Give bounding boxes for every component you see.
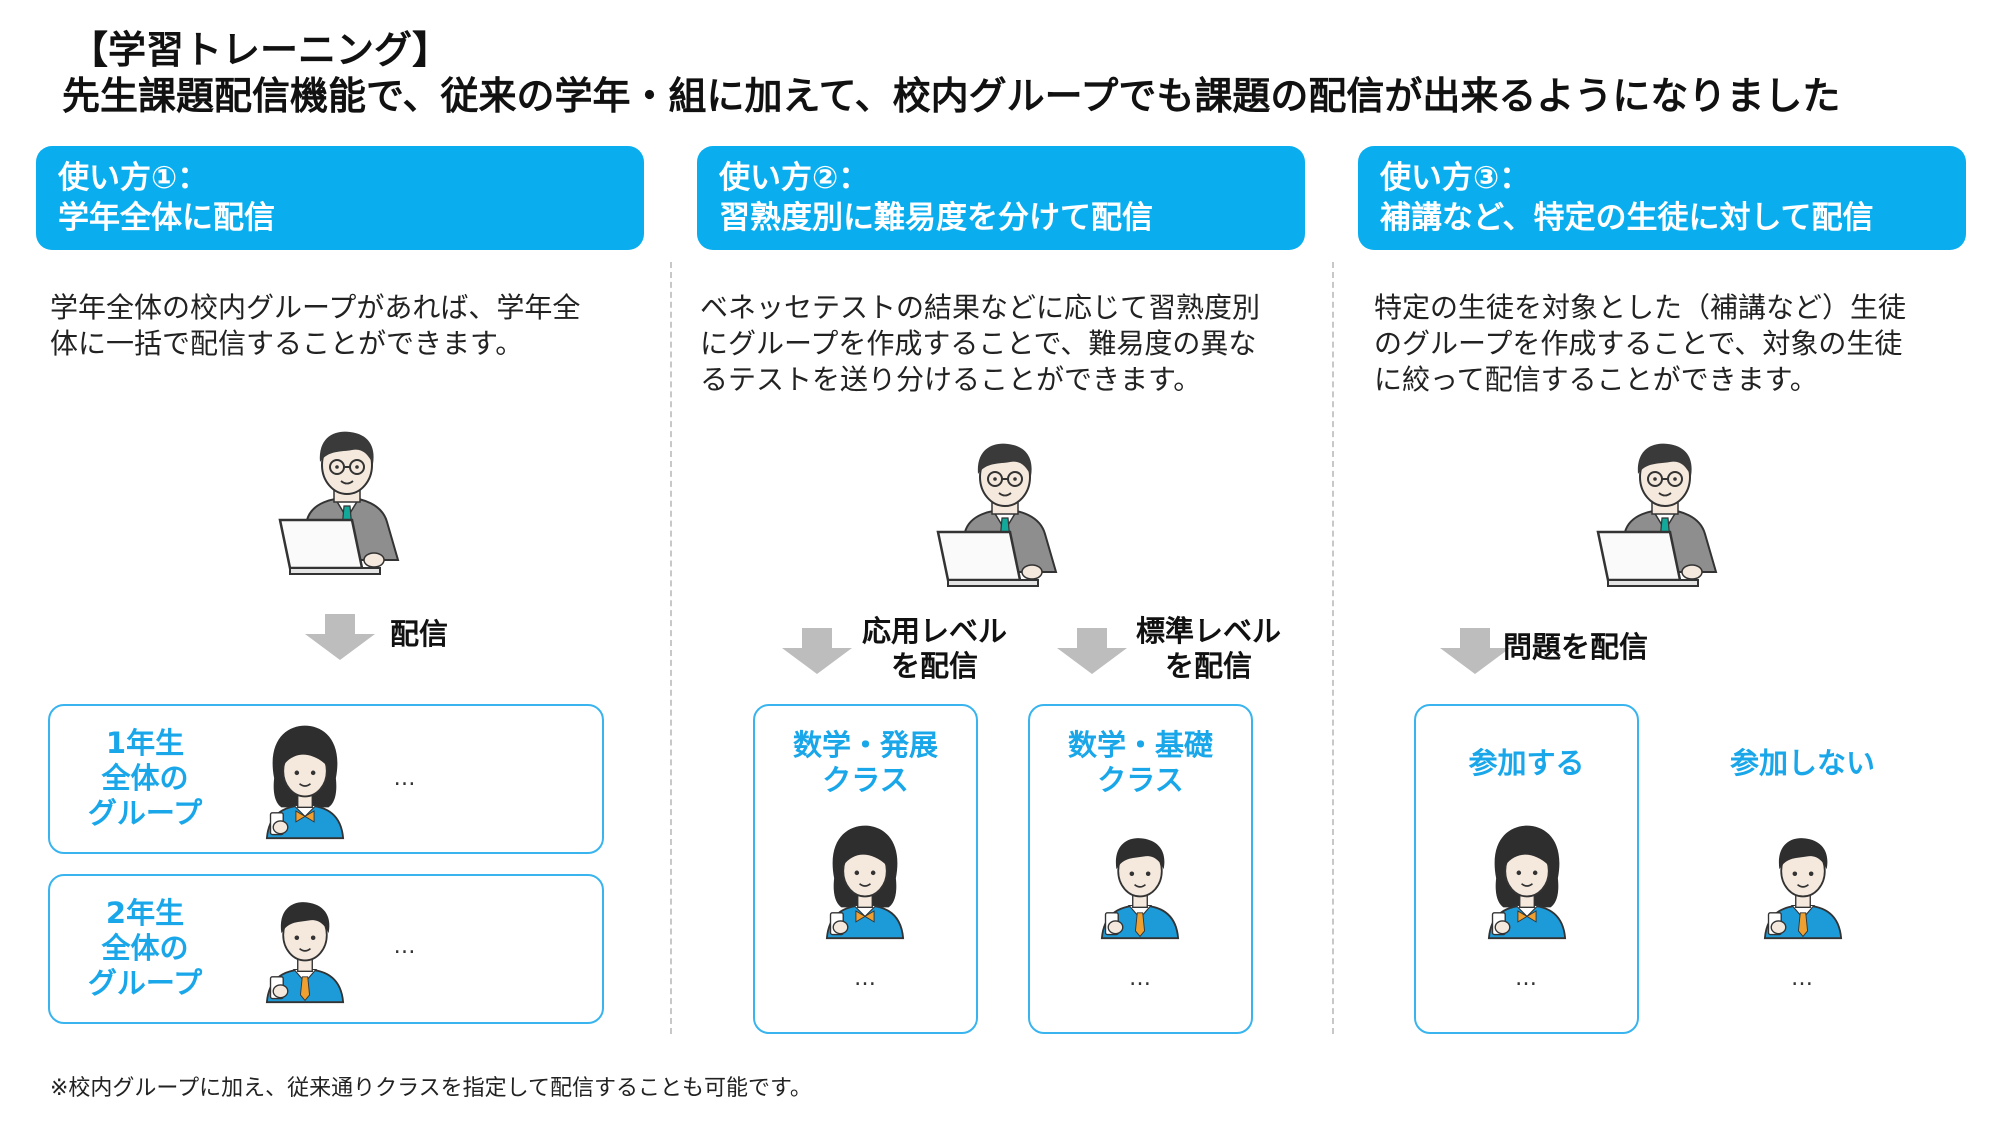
column-3-header-line-1: 使い方③： bbox=[1380, 160, 1531, 196]
group-label-grade-2: 2年生 全体の グループ bbox=[87, 896, 203, 1000]
group-label-participating: 参加する bbox=[1468, 746, 1585, 780]
group-ellipsis: … bbox=[393, 766, 417, 791]
teacher-with-laptop-icon bbox=[1580, 422, 1740, 602]
student-girl-with-phone-icon bbox=[250, 722, 360, 840]
column-2-description-line-1: ベネッセテストの結果などに応じて習熟度別 bbox=[700, 291, 1261, 324]
column-1-header-line-2: 学年全体に配信 bbox=[58, 200, 275, 236]
column-2-description-line-2: にグループを作成することで、難易度の異な bbox=[700, 327, 1257, 360]
student-boy-with-phone-icon bbox=[250, 886, 360, 1004]
column-1-header: 使い方①： 学年全体に配信 bbox=[36, 146, 644, 250]
column-3-description-line-3: に絞って配信することができます。 bbox=[1374, 363, 1818, 396]
group-label-not-participating: 参加しない bbox=[1729, 746, 1875, 780]
group-label-grade-1: 1年生 全体の グループ bbox=[87, 726, 203, 830]
student-boy-with-phone-icon bbox=[1748, 822, 1858, 940]
column-2-arrow-1-label: 応用レベル を配信 bbox=[862, 614, 1008, 683]
down-arrow-icon bbox=[1440, 628, 1510, 674]
column-2-header-line-2: 習熟度別に難易度を分けて配信 bbox=[719, 200, 1153, 236]
column-3-header-line-2: 補講など、特定の生徒に対して配信 bbox=[1380, 200, 1874, 236]
column-1-description-line-2: 体に一括で配信することができます。 bbox=[50, 327, 524, 360]
group-ellipsis: … bbox=[1515, 966, 1538, 991]
column-2-header: 使い方②： 習熟度別に難易度を分けて配信 bbox=[697, 146, 1305, 250]
column-3-description-line-2: のグループを作成することで、対象の生徒 bbox=[1374, 327, 1903, 360]
column-divider-2 bbox=[1332, 262, 1334, 1034]
group-ellipsis: … bbox=[1129, 966, 1152, 991]
column-3-description-line-1: 特定の生徒を対象とした（補講など）生徒 bbox=[1374, 291, 1907, 324]
down-arrow-icon bbox=[782, 628, 852, 674]
teacher-with-laptop-icon bbox=[920, 422, 1080, 602]
column-2-description: ベネッセテストの結果などに応じて習熟度別 にグループを作成することで、難易度の異… bbox=[700, 290, 1260, 398]
down-arrow-icon bbox=[305, 614, 375, 660]
down-arrow-icon bbox=[1057, 628, 1127, 674]
column-1-arrow-label: 配信 bbox=[390, 617, 449, 651]
student-boy-with-phone-icon bbox=[1085, 822, 1195, 940]
footnote: ※校内グループに加え、従来通りクラスを指定して配信することも可能です。 bbox=[50, 1076, 812, 1101]
title-line-1: 【学習トレーニング】 bbox=[70, 28, 451, 72]
group-label-math-basic: 数学・基礎 クラス bbox=[1067, 728, 1213, 797]
column-2-description-line-3: るテストを送り分けることができます。 bbox=[700, 363, 1202, 396]
column-1-description-line-1: 学年全体の校内グループがあれば、学年全 bbox=[50, 291, 581, 324]
teacher-with-laptop-icon bbox=[262, 410, 422, 590]
group-ellipsis: … bbox=[854, 966, 877, 991]
title-line-2: 先生課題配信機能で、従来の学年・組に加えて、校内グループでも課題の配信が出来るよ… bbox=[62, 74, 1841, 118]
group-ellipsis: … bbox=[1791, 966, 1814, 991]
column-divider-1 bbox=[670, 262, 672, 1034]
column-3-header: 使い方③： 補講など、特定の生徒に対して配信 bbox=[1358, 146, 1966, 250]
column-2-arrow-2-label: 標準レベル を配信 bbox=[1136, 614, 1282, 683]
student-girl-with-phone-icon bbox=[1472, 822, 1582, 940]
student-girl-with-phone-icon bbox=[810, 822, 920, 940]
column-3-description: 特定の生徒を対象とした（補講など）生徒 のグループを作成することで、対象の生徒 … bbox=[1374, 290, 1906, 398]
column-1-description: 学年全体の校内グループがあれば、学年全 体に一括で配信することができます。 bbox=[50, 290, 580, 362]
column-1-header-line-1: 使い方①： bbox=[58, 160, 209, 196]
group-ellipsis: … bbox=[393, 934, 417, 959]
column-3-arrow-label: 問題を配信 bbox=[1503, 630, 1649, 664]
group-label-math-advanced: 数学・発展 クラス bbox=[792, 728, 938, 797]
column-2-header-line-1: 使い方②： bbox=[719, 160, 870, 196]
